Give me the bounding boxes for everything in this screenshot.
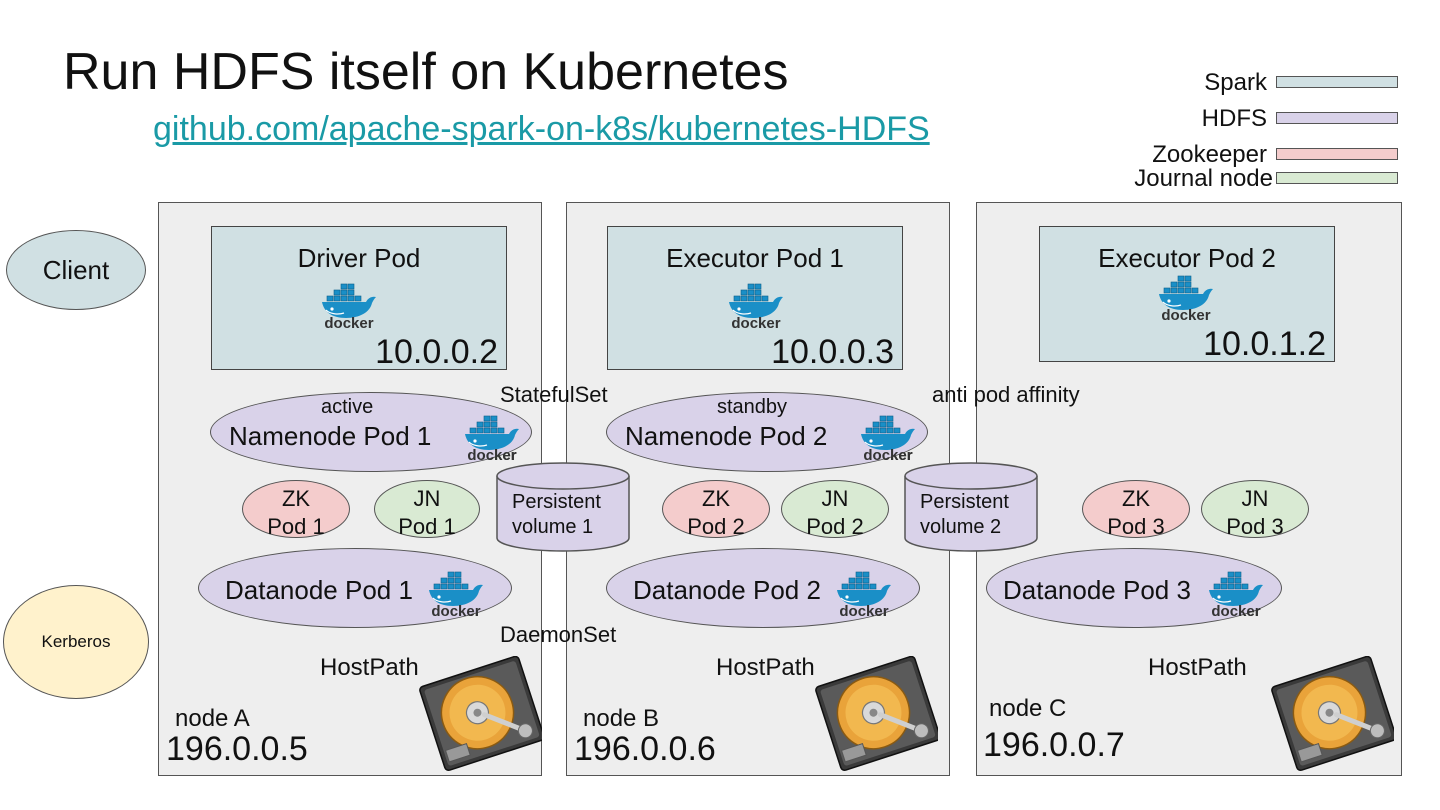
pod-title: Executor Pod 2	[1098, 243, 1276, 273]
persistent-volume-1: Persistent volume 1	[496, 462, 630, 552]
datanode-label: Datanode Pod 3	[1003, 575, 1191, 605]
zk-line2: Pod 1	[267, 514, 325, 539]
namenode-state: active	[321, 396, 374, 418]
pod-ip: 10.0.0.2	[375, 333, 498, 371]
pod-title: Driver Pod	[297, 243, 421, 273]
datanode-label: Datanode Pod 1	[225, 575, 413, 605]
node-name: node A	[175, 705, 250, 732]
kerberos-node: Kerberos	[3, 585, 149, 699]
pod-ip: 10.0.1.2	[1203, 325, 1326, 363]
hard-disk-icon	[1270, 655, 1397, 777]
zk-pod-2: ZK Pod 2	[662, 480, 770, 539]
docker-icon: docker	[320, 280, 378, 335]
node-ip: 196.0.0.5	[166, 730, 308, 768]
legend-label-journal-node: Journal node	[1134, 165, 1273, 192]
docker-icon: docker	[1157, 272, 1215, 327]
legend-swatch-journal-node	[1276, 172, 1398, 184]
zk-line2: Pod 3	[1107, 514, 1165, 539]
jn-pod-3: JN Pod 3	[1201, 480, 1309, 539]
cylinder-shape	[904, 462, 1038, 552]
node-name: node C	[989, 695, 1067, 722]
jn-line2: Pod 2	[806, 514, 864, 539]
volume-line1: Persistent	[512, 491, 601, 513]
legend-label-zookeeper: Zookeeper	[1152, 141, 1267, 168]
svg-text:docker: docker	[324, 315, 373, 330]
legend-label-hdfs: HDFS	[1201, 105, 1267, 132]
svg-text:docker: docker	[431, 603, 480, 618]
hostpath-label: HostPath	[1148, 654, 1247, 681]
zk-line1: ZK	[281, 486, 311, 511]
jn-pod-2: JN Pod 2	[781, 480, 889, 539]
pod-title: Executor Pod 1	[666, 243, 844, 273]
svg-text:docker: docker	[839, 603, 888, 618]
cylinder-shape	[496, 462, 630, 552]
legend-swatch-spark	[1276, 76, 1398, 88]
namenode-state: standby	[717, 396, 788, 418]
client-label: Client	[42, 254, 110, 285]
anti-pod-affinity-label: anti pod affinity	[932, 382, 1080, 407]
zk-line2: Pod 2	[687, 514, 745, 539]
docker-icon: docker	[463, 412, 521, 467]
jn-line2: Pod 3	[1226, 514, 1284, 539]
docker-icon: docker	[1207, 568, 1265, 623]
namenode-label: Namenode Pod 2	[625, 421, 828, 451]
zk-line1: ZK	[1121, 486, 1151, 511]
svg-text:docker: docker	[863, 447, 912, 462]
namenode-pod-2: standby Namenode Pod 2	[606, 392, 928, 472]
zk-pod-3: ZK Pod 3	[1082, 480, 1190, 539]
datanode-label: Datanode Pod 2	[633, 575, 821, 605]
daemonset-label: DaemonSet	[500, 622, 617, 647]
svg-text:docker: docker	[1161, 307, 1210, 322]
node-ip: 196.0.0.7	[983, 726, 1125, 764]
statefulset-label: StatefulSet	[500, 382, 608, 407]
zk-line1: ZK	[701, 486, 731, 511]
jn-pod-1: JN Pod 1	[374, 480, 480, 539]
legend-label-spark: Spark	[1204, 69, 1267, 96]
hostpath-label: HostPath	[320, 654, 419, 681]
jn-line1: JN	[1241, 486, 1269, 511]
jn-line2: Pod 1	[398, 514, 456, 539]
svg-text:docker: docker	[467, 447, 516, 462]
driver-pod: Driver Pod 10.0.0.2	[211, 226, 507, 371]
docker-icon: docker	[835, 568, 893, 623]
legend-swatch-zookeeper	[1276, 148, 1398, 160]
docker-icon: docker	[859, 412, 917, 467]
svg-text:docker: docker	[731, 315, 780, 330]
namenode-label: Namenode Pod 1	[229, 421, 432, 451]
legend-swatch-hdfs	[1276, 112, 1398, 124]
executor-pod-1: Executor Pod 1 10.0.0.3	[607, 226, 903, 371]
hostpath-label: HostPath	[716, 654, 815, 681]
hard-disk-icon	[418, 655, 545, 777]
persistent-volume-2: Persistent volume 2	[904, 462, 1038, 552]
docker-icon: docker	[727, 280, 785, 335]
node-ip: 196.0.0.6	[574, 730, 716, 768]
repo-link[interactable]: github.com/apache-spark-on-k8s/kubernete…	[153, 110, 930, 148]
zk-pod-1: ZK Pod 1	[242, 480, 350, 539]
jn-line1: JN	[821, 486, 849, 511]
kerberos-label: Kerberos	[41, 632, 111, 651]
page-title: Run HDFS itself on Kubernetes	[63, 43, 789, 101]
pod-ip: 10.0.0.3	[771, 333, 894, 371]
jn-line1: JN	[413, 486, 441, 511]
volume-line1: Persistent	[920, 491, 1009, 513]
svg-text:docker: docker	[1211, 603, 1260, 618]
volume-line2: volume 1	[512, 516, 594, 538]
docker-icon: docker	[427, 568, 485, 623]
hard-disk-icon	[814, 655, 941, 777]
client-node: Client	[6, 230, 146, 310]
node-name: node B	[583, 705, 660, 732]
volume-line2: volume 2	[920, 516, 1002, 538]
